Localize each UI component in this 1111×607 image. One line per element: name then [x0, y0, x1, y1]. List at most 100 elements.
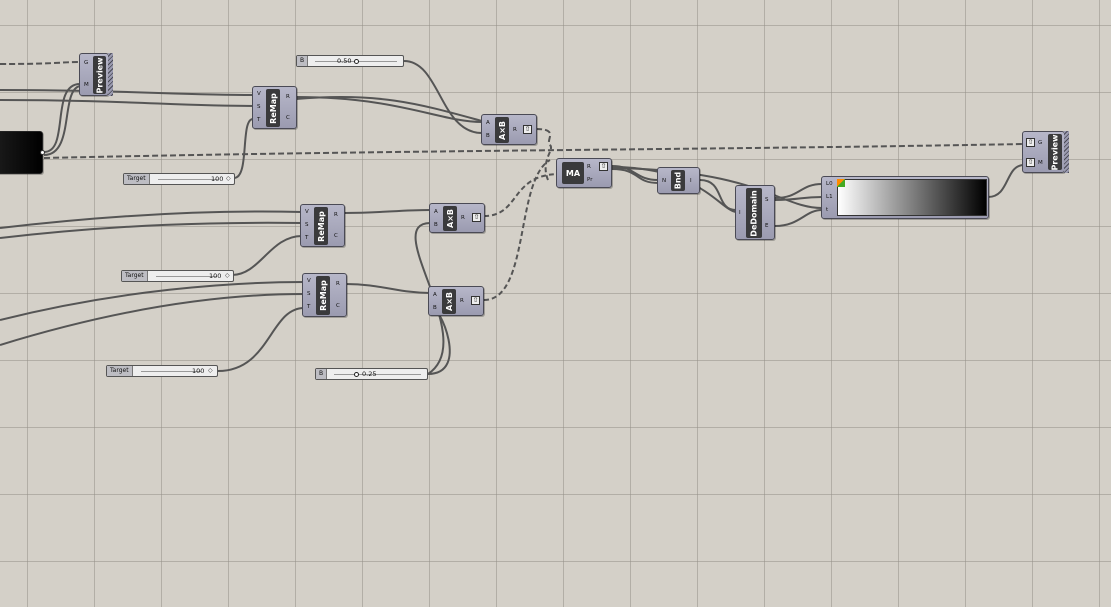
slider-name: Target	[107, 366, 133, 376]
multiply-node-3[interactable]: A B A×B R ⇧	[428, 286, 484, 316]
slider-name: Target	[122, 271, 148, 281]
input-label-g: G	[84, 60, 89, 66]
bounds-node[interactable]: N Bnd I	[657, 167, 700, 194]
preview-node-right[interactable]: ⇧ ⇧ G M Preview	[1022, 131, 1065, 173]
preview-label: Preview	[1048, 134, 1062, 170]
number-slider-target-1[interactable]: Target 100 ◇	[123, 173, 235, 185]
output-label-r: R	[334, 212, 338, 218]
input-label-a: A	[434, 209, 438, 215]
wire	[699, 179, 737, 211]
slider-name: Target	[124, 174, 150, 184]
wire	[774, 209, 823, 227]
wire	[0, 221, 303, 239]
multiply-node-2[interactable]: A B A×B R ⇧	[429, 203, 485, 233]
number-slider-b-bottom[interactable]: B 0.25	[315, 368, 428, 380]
input-label-i: I	[739, 210, 741, 216]
dedomain-label: DeDomain	[746, 188, 762, 238]
input-label-l0: L0	[826, 181, 833, 187]
input-label-v: V	[305, 209, 309, 215]
input-label-a: A	[486, 120, 490, 126]
wire	[0, 281, 305, 321]
wire	[233, 118, 254, 179]
wire	[0, 89, 254, 96]
input-label-t: T	[307, 304, 311, 310]
number-slider-target-3[interactable]: Target 100 ◇	[106, 365, 218, 377]
output-label-s: S	[765, 197, 769, 203]
slider-knob[interactable]: ◇	[226, 175, 231, 182]
deconstruct-domain-node[interactable]: I DeDomain S E	[735, 185, 775, 240]
wire	[0, 61, 81, 65]
mass-addition-node[interactable]: MA R Pr ⇧	[556, 158, 612, 188]
graft-icon: ⇧	[1026, 138, 1035, 147]
number-slider-b-top[interactable]: B 0.50	[296, 55, 404, 67]
remap-node-3[interactable]: V S T ReMap R C	[302, 273, 347, 317]
input-label-m: M	[84, 82, 89, 88]
remap-node-1[interactable]: V S T ReMap R C	[252, 86, 297, 129]
output-label-r: R	[286, 94, 290, 100]
wire	[535, 128, 552, 146]
wire	[345, 283, 431, 294]
slider-track	[334, 374, 421, 375]
input-label-b: B	[486, 133, 490, 139]
preview-label: Preview	[93, 56, 106, 94]
slider-value: 100	[192, 367, 205, 375]
wire	[295, 95, 483, 122]
multiply-node-1[interactable]: A B A×B R ⇧	[481, 114, 537, 145]
gradient-swatch[interactable]	[837, 179, 987, 216]
wire	[43, 143, 1025, 159]
output-label-r: R	[587, 164, 591, 170]
preview-node-top[interactable]: G M Preview	[79, 53, 109, 96]
wire	[611, 168, 659, 184]
slider-name: B	[316, 369, 328, 379]
wire	[483, 159, 551, 301]
graft-icon: ⇧	[472, 213, 481, 222]
wire	[403, 60, 483, 134]
remap-label: ReMap	[314, 207, 328, 245]
wire	[343, 209, 431, 214]
wire	[0, 293, 305, 346]
wire	[43, 85, 81, 156]
slider-knob[interactable]	[354, 59, 359, 64]
slider-track	[158, 179, 218, 180]
output-label-r: R	[336, 281, 340, 287]
input-label-t: T	[257, 117, 261, 123]
input-label-b: B	[434, 222, 438, 228]
input-label-b: B	[433, 305, 437, 311]
slider-track	[156, 276, 217, 277]
input-label-s: S	[305, 222, 309, 228]
wire	[774, 183, 823, 199]
gradient-node[interactable]: L0 L1 t	[821, 176, 989, 219]
output-label-r: R	[513, 127, 517, 133]
input-label-a: A	[433, 292, 437, 298]
slider-value: 0.25	[362, 370, 377, 378]
slider-knob[interactable]: ◇	[225, 272, 230, 279]
slider-knob[interactable]	[354, 372, 359, 377]
output-label-e: E	[765, 223, 769, 229]
slider-knob[interactable]: ◇	[208, 367, 213, 374]
output-label-c: C	[336, 303, 340, 309]
remap-label: ReMap	[266, 89, 280, 127]
output-label-pr: Pr	[587, 177, 593, 183]
left-gradient-panel[interactable]	[0, 131, 45, 174]
output-label-r: R	[461, 215, 465, 221]
output-label-c: C	[334, 233, 338, 239]
remap-node-2[interactable]: V S T ReMap R C	[300, 204, 345, 247]
input-label-l1: L1	[826, 194, 833, 200]
graft-icon: ⇧	[523, 125, 532, 134]
wire	[544, 144, 553, 181]
multiply-label: A×B	[443, 206, 457, 231]
wire	[0, 99, 254, 107]
output-port[interactable]	[40, 150, 45, 155]
graft-icon: ⇧	[1026, 158, 1035, 167]
input-label-m: M	[1038, 160, 1043, 166]
wire	[0, 210, 303, 229]
input-label-v: V	[257, 91, 261, 97]
wire	[231, 235, 303, 276]
wire	[43, 83, 81, 153]
input-label-g: G	[1038, 140, 1043, 146]
remap-label: ReMap	[316, 276, 330, 315]
wire	[217, 307, 305, 372]
input-label-s: S	[307, 291, 311, 297]
number-slider-target-2[interactable]: Target 100 ◇	[121, 270, 234, 282]
